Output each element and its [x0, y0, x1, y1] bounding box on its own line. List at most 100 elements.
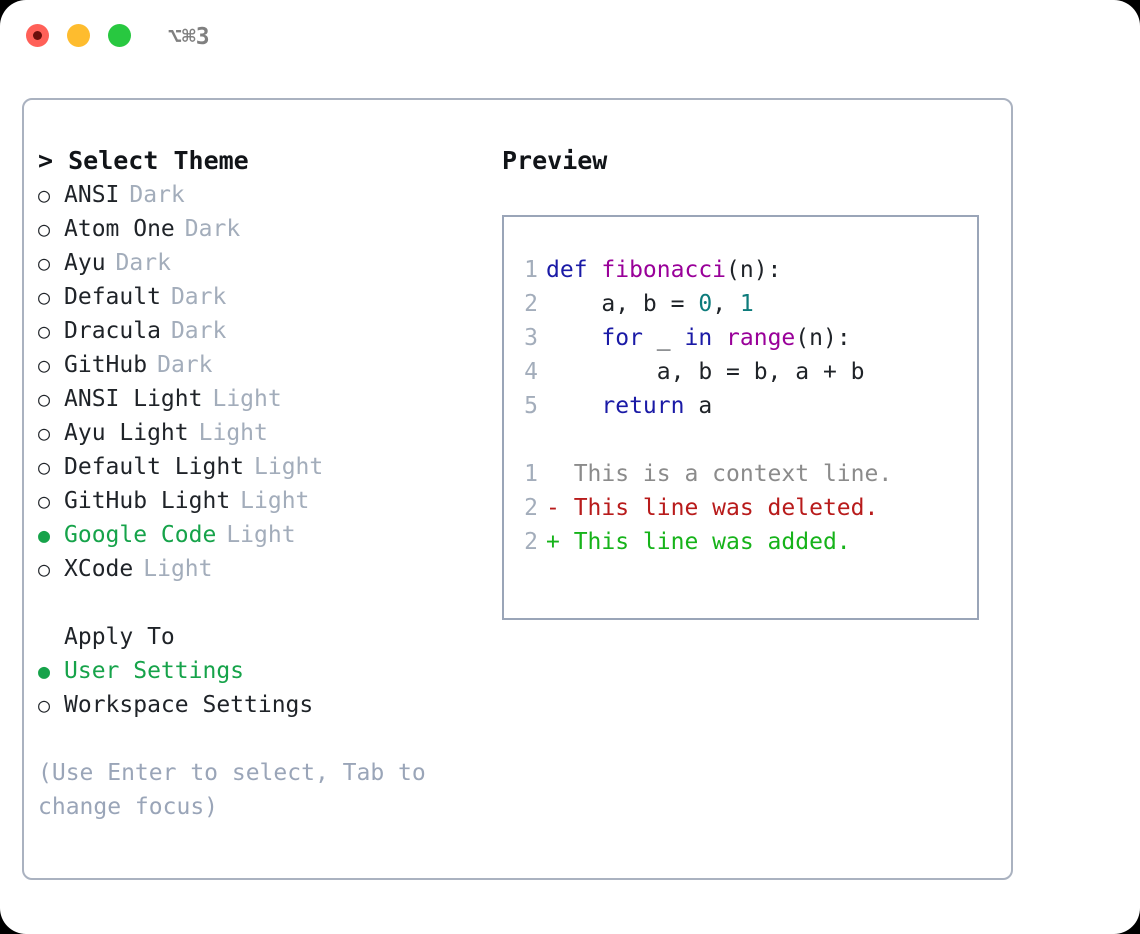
apply-to-option-label: Workspace Settings — [64, 692, 314, 718]
code-token-plain: (n): — [726, 257, 782, 283]
line-number: 2 — [524, 291, 538, 317]
diff-line-text: - This line was deleted. — [546, 495, 879, 521]
diff-block: 1 This is a context line. 2 - This line wa… — [504, 457, 977, 559]
theme-option-variant: Light — [226, 522, 296, 548]
code-token-kw: in — [684, 325, 713, 351]
theme-option-label: GitHub Light — [64, 488, 231, 514]
code-token-plain: a, b = b, a + b — [546, 359, 865, 385]
theme-option-variant: Light — [143, 556, 213, 582]
code-line: 2 a, b = 0, 1 — [504, 287, 977, 321]
code-line-text: def fibonacci(n): — [546, 253, 781, 287]
radio-unselected-icon: ○ — [38, 285, 51, 309]
apply-to-list: ●User Settings○Workspace Settings — [38, 654, 488, 722]
code-token-kw: for — [601, 325, 643, 351]
code-diff-gap — [504, 423, 977, 457]
theme-option-label: Ayu — [64, 250, 106, 276]
theme-option-variant: Light — [254, 454, 324, 480]
code-line: 5 return a — [504, 389, 977, 423]
code-token-kw: def — [546, 257, 602, 283]
code-token-kw: return — [601, 393, 685, 419]
theme-option-default[interactable]: ○ Default Dark — [38, 280, 488, 314]
theme-option-label: Ayu Light — [64, 420, 189, 446]
apply-to-option-label: User Settings — [64, 658, 245, 684]
theme-option-variant: Light — [240, 488, 310, 514]
theme-option-default-light[interactable]: ○ Default Light Light — [38, 450, 488, 484]
code-token-plain: a — [684, 393, 713, 419]
code-token-plain: a, b = — [546, 291, 699, 317]
code-token-plain — [712, 325, 726, 351]
radio-unselected-icon: ○ — [38, 353, 51, 377]
window-controls — [26, 24, 131, 47]
keyboard-hint: (Use Enter to select, Tab to change focu… — [38, 760, 426, 820]
line-number: 2 — [524, 495, 538, 521]
code-line-text: a, b = b, a + b — [546, 355, 865, 389]
theme-option-variant: Dark — [170, 318, 227, 344]
theme-option-variant: Light — [212, 386, 282, 412]
line-number: 1 — [524, 461, 538, 487]
line-number: 3 — [524, 325, 538, 351]
theme-option-label: XCode — [64, 556, 134, 582]
preview-title: Preview — [502, 146, 608, 175]
code-line: 4 a, b = b, a + b — [504, 355, 977, 389]
shortcut-label: ⌥⌘3 — [168, 24, 210, 50]
code-token-plain — [546, 393, 601, 419]
theme-option-xcode[interactable]: ○ XCode Light — [38, 552, 488, 586]
close-button[interactable] — [26, 24, 49, 47]
code-line-text: for _ in range(n): — [546, 321, 850, 355]
radio-unselected-icon: ○ — [38, 489, 51, 513]
hint-spacer — [38, 722, 488, 756]
apply-to-option-user-settings[interactable]: ●User Settings — [38, 654, 488, 688]
zoom-button[interactable] — [108, 24, 131, 47]
radio-unselected-icon: ○ — [38, 557, 51, 581]
diff-line-ctx: 1 This is a context line. — [504, 457, 977, 491]
diff-line-del: 2 - This line was deleted. — [504, 491, 977, 525]
title-bar: ⌥⌘3 — [0, 0, 1140, 78]
radio-unselected-icon: ○ — [38, 421, 51, 445]
radio-unselected-icon: ○ — [38, 319, 51, 343]
theme-option-label: Google Code — [64, 522, 217, 548]
code-token-plain — [546, 325, 601, 351]
radio-unselected-icon: ○ — [38, 387, 51, 411]
list-spacer — [38, 586, 488, 620]
code-token-fn: fibonacci — [601, 257, 727, 283]
theme-option-github-light[interactable]: ○ GitHub Light Light — [38, 484, 488, 518]
theme-option-variant: Dark — [157, 352, 213, 378]
theme-option-label: GitHub — [64, 352, 148, 378]
radio-unselected-icon: ○ — [38, 455, 51, 479]
line-number: 2 — [524, 529, 538, 555]
code-line: 1 def fibonacci(n): — [504, 253, 977, 287]
diff-line-add: 2+ This line was added. — [504, 525, 977, 559]
select-theme-header: > Select Theme — [38, 146, 249, 175]
radio-unselected-icon: ○ — [38, 217, 51, 241]
theme-option-variant: Dark — [129, 182, 185, 208]
theme-option-github[interactable]: ○ GitHub Dark — [38, 348, 488, 382]
theme-option-label: Default Light — [64, 454, 245, 480]
line-number: 1 — [524, 257, 538, 283]
theme-option-variant: Dark — [170, 284, 227, 310]
diff-line-text: This is a context line. — [546, 461, 893, 487]
radio-unselected-icon: ○ — [38, 183, 51, 207]
theme-option-label: Atom One — [64, 216, 175, 242]
line-number: 5 — [524, 393, 538, 419]
theme-option-variant: Dark — [115, 250, 171, 276]
code-token-num: 1 — [739, 291, 754, 317]
code-token-fn: range — [726, 325, 796, 351]
minimize-button[interactable] — [67, 24, 90, 47]
apply-to-option-workspace-settings[interactable]: ○Workspace Settings — [38, 688, 488, 722]
code-token-plain: _ — [642, 325, 685, 351]
theme-option-label: Default — [64, 284, 161, 310]
